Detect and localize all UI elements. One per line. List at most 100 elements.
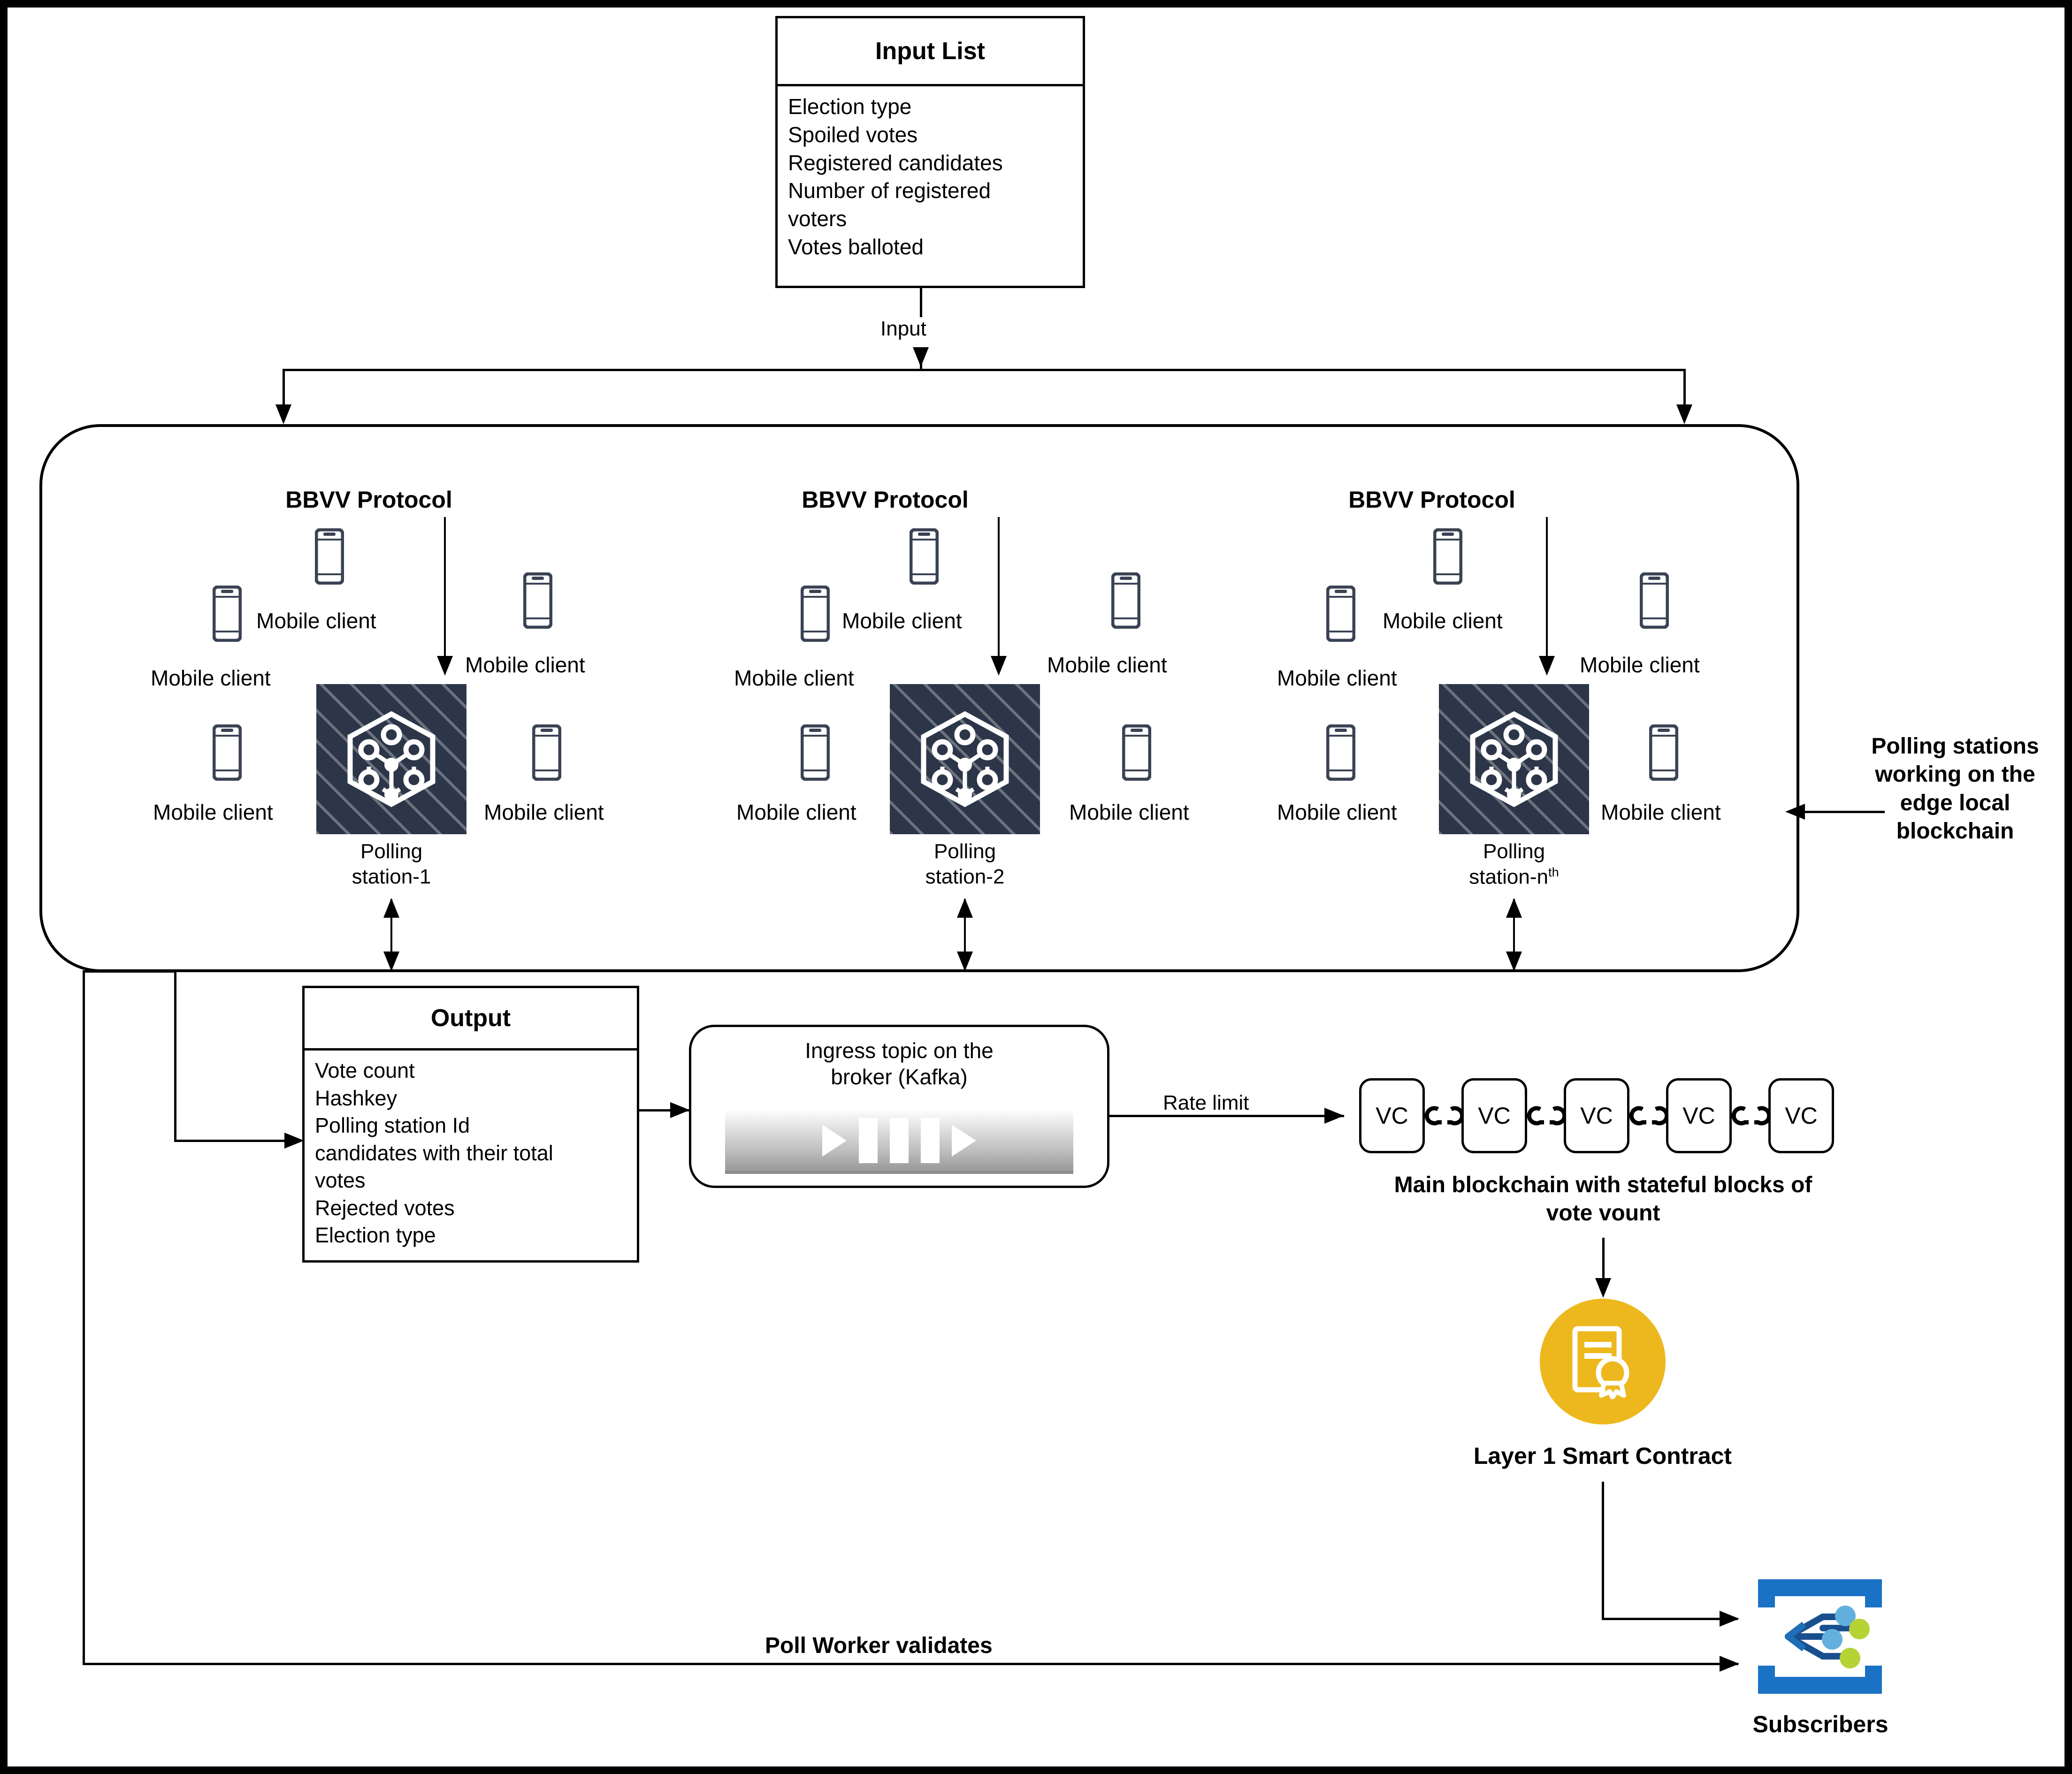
polling-station-tile xyxy=(890,684,1040,834)
mobile-phone-icon xyxy=(801,724,830,781)
mobile-client-label: Mobile client xyxy=(1047,653,1167,677)
distribution-arrow-left xyxy=(275,404,291,424)
input-list-item: Election type xyxy=(788,94,912,119)
mobile-phone-icon xyxy=(1433,528,1462,585)
mobile-phone-icon xyxy=(910,528,939,585)
mobile-phone-icon xyxy=(1649,724,1678,781)
subscribers-label: Subscribers xyxy=(1752,1711,1889,1737)
vc-block-label: VC xyxy=(1376,1103,1408,1129)
station-sync-line xyxy=(964,899,966,970)
subscribers-node xyxy=(1752,1574,1888,1699)
container-exit-bus xyxy=(83,970,176,973)
rate-limit-arrow xyxy=(1324,1108,1344,1124)
caption-line1: Main blockchain with stateful blocks of xyxy=(1394,1173,1812,1197)
play-triangle-icon xyxy=(952,1125,976,1157)
bbvv-protocol-line-2 xyxy=(998,517,1000,666)
vc-block-label: VC xyxy=(1478,1103,1511,1129)
chain-link-icon xyxy=(1424,1100,1465,1132)
subscribers-network-icon xyxy=(1758,1579,1882,1694)
mobile-client-label: Mobile client xyxy=(736,800,856,824)
kafka-queue-bar xyxy=(725,1111,1073,1174)
output-item: candidates with their total xyxy=(315,1141,553,1165)
mobile-phone-icon xyxy=(801,586,830,642)
mobile-client-label: Mobile client xyxy=(256,609,376,633)
input-list-items: Election type Spoiled votes Registered c… xyxy=(778,86,1083,286)
mobile-client-label: Mobile client xyxy=(153,800,273,824)
mobile-client-label: Mobile client xyxy=(734,666,854,690)
bbvv-protocol-arrow-3 xyxy=(1539,656,1555,676)
output-item: Hashkey xyxy=(315,1086,398,1110)
rate-limit-label: Rate limit xyxy=(1158,1091,1254,1115)
output-to-broker-line xyxy=(639,1109,691,1112)
vc-block: VC xyxy=(1768,1078,1834,1153)
bbvv-protocol-label-2: BBVV Protocol xyxy=(802,487,969,513)
vc-block-label: VC xyxy=(1580,1103,1613,1129)
station-label-line1: Polling xyxy=(360,840,423,863)
blockchain-network-icon xyxy=(1470,711,1558,807)
polling-station-label: Polling station-2 xyxy=(890,839,1040,889)
input-list-item: Spoiled votes xyxy=(788,122,918,147)
vc-block: VC xyxy=(1359,1078,1425,1153)
blockchain-to-contract-line xyxy=(1602,1238,1605,1289)
queue-block xyxy=(890,1118,909,1163)
mobile-client-label: Mobile client xyxy=(842,609,962,633)
kafka-broker-title: Ingress topic on the broker (Kafka) xyxy=(691,1037,1107,1090)
poll-worker-label: Poll Worker validates xyxy=(758,1633,999,1659)
bbvv-protocol-label-3: BBVV Protocol xyxy=(1348,487,1515,513)
blockchain-network-icon xyxy=(347,711,436,807)
station-sync-arrow-up xyxy=(957,898,973,918)
contract-to-subscribers-down xyxy=(1602,1482,1604,1618)
input-list-item: Registered candidates xyxy=(788,150,1003,175)
output-to-broker-arrow xyxy=(670,1102,690,1118)
mobile-client-label: Mobile client xyxy=(465,653,585,677)
input-connector-line-top xyxy=(920,288,922,322)
output-item: Vote count xyxy=(315,1058,415,1082)
mobile-client-label: Mobile client xyxy=(1601,800,1721,824)
bbvv-protocol-arrow-2 xyxy=(991,656,1007,676)
rate-limit-line xyxy=(1109,1115,1344,1117)
output-box: Output Vote count Hashkey Polling statio… xyxy=(302,986,639,1263)
blockchain-to-contract-arrow xyxy=(1595,1278,1611,1298)
vc-block: VC xyxy=(1564,1078,1629,1153)
mobile-phone-icon xyxy=(213,586,242,642)
distribution-branch-left xyxy=(283,369,285,418)
mobile-phone-icon xyxy=(1111,572,1140,629)
vc-block: VC xyxy=(1666,1078,1732,1153)
mobile-client-label: Mobile client xyxy=(1277,666,1397,690)
polling-station-label: Polling station-1 xyxy=(316,839,466,889)
mobile-phone-icon xyxy=(1326,724,1355,781)
distribution-bus xyxy=(283,369,1686,371)
contract-to-subscribers-arrow xyxy=(1720,1611,1739,1627)
input-list-item: voters xyxy=(788,206,847,231)
station-label-line2: station-2 xyxy=(925,865,1005,888)
mobile-client-label: Mobile client xyxy=(1277,800,1397,824)
output-feed-arrow xyxy=(284,1133,304,1149)
note-line: Polling stations xyxy=(1871,734,2039,759)
polling-station-label: Polling station-nth xyxy=(1434,839,1594,890)
blockchain-network-icon xyxy=(921,711,1009,807)
polling-station-tile xyxy=(1439,684,1589,834)
mobile-client-label: Mobile client xyxy=(151,666,271,690)
mobile-phone-icon xyxy=(1326,586,1355,642)
input-list-title: Input List xyxy=(778,18,1083,86)
note-line: blockchain xyxy=(1896,819,2014,844)
smart-contract-label: Layer 1 Smart Contract xyxy=(1473,1443,1732,1469)
mobile-client-label: Mobile client xyxy=(1383,609,1503,633)
output-item: Rejected votes xyxy=(315,1195,455,1220)
mobile-phone-icon xyxy=(315,528,344,585)
bbvv-protocol-line-3 xyxy=(1546,517,1548,666)
note-line: edge local xyxy=(1900,790,2011,815)
smart-contract-node xyxy=(1540,1299,1666,1424)
mobile-phone-icon xyxy=(523,572,552,629)
output-item: votes xyxy=(315,1168,366,1192)
poll-worker-feed-down xyxy=(83,970,85,1664)
edge-container-note-arrow xyxy=(1785,804,1805,820)
mobile-client-label: Mobile client xyxy=(484,800,604,824)
bbvv-protocol-label-1: BBVV Protocol xyxy=(285,487,452,513)
kafka-title-line2: broker (Kafka) xyxy=(831,1065,968,1089)
kafka-broker-node: Ingress topic on the broker (Kafka) xyxy=(689,1025,1109,1188)
station-label-line2: station-n xyxy=(1469,865,1548,889)
note-line: working on the xyxy=(1875,762,2035,787)
main-blockchain-caption: Main blockchain with stateful blocks of … xyxy=(1331,1171,1875,1227)
